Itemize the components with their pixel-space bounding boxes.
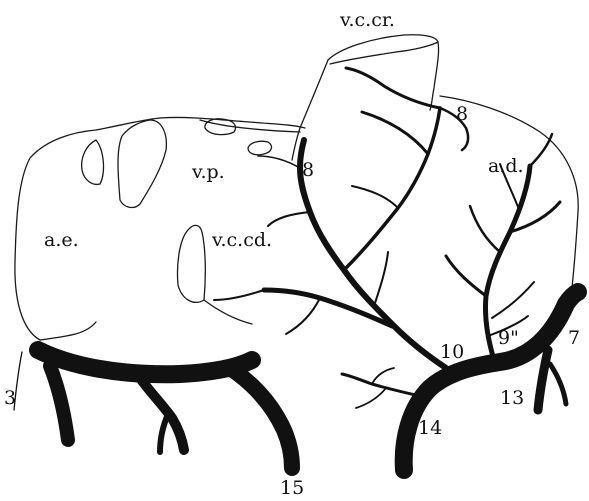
label-vena-cava-caudalis: v.c.cd.	[211, 229, 272, 251]
label-number-7: 7	[568, 327, 580, 349]
label-atrium-sinistrum: a.e.	[44, 229, 79, 251]
label-number-3: 3	[4, 387, 16, 409]
label-number-14: 14	[418, 417, 442, 439]
label-number-9: 9"	[498, 327, 519, 349]
label-number-15: 15	[280, 477, 304, 499]
vessel-tree	[14, 68, 578, 470]
label-number-10: 10	[440, 341, 464, 363]
vein-14	[404, 292, 578, 470]
vein-3-15	[38, 350, 252, 374]
label-number-8-left: 8	[302, 159, 314, 181]
label-atrium-dextrum: a.d.	[488, 155, 524, 177]
vein-7	[538, 350, 548, 410]
vein-10	[300, 140, 446, 368]
label-vena-pulmonalis: v.p.	[191, 161, 225, 183]
pulmonary-vein-stub	[82, 140, 104, 184]
label-number-8-right: 8	[456, 103, 468, 125]
labels: v.c.cr. v.p. v.c.cd. a.e. a.d. 3 7 8 8 9…	[4, 9, 580, 499]
pulmonary-vein-stub	[248, 141, 271, 155]
caudal-vena-cava-outline	[178, 225, 206, 302]
pulmonary-vein-stub	[118, 120, 166, 207]
cranial-vena-cava-outline	[328, 35, 439, 110]
label-vena-cava-cranialis: v.c.cr.	[339, 9, 395, 31]
label-number-13: 13	[500, 387, 524, 409]
